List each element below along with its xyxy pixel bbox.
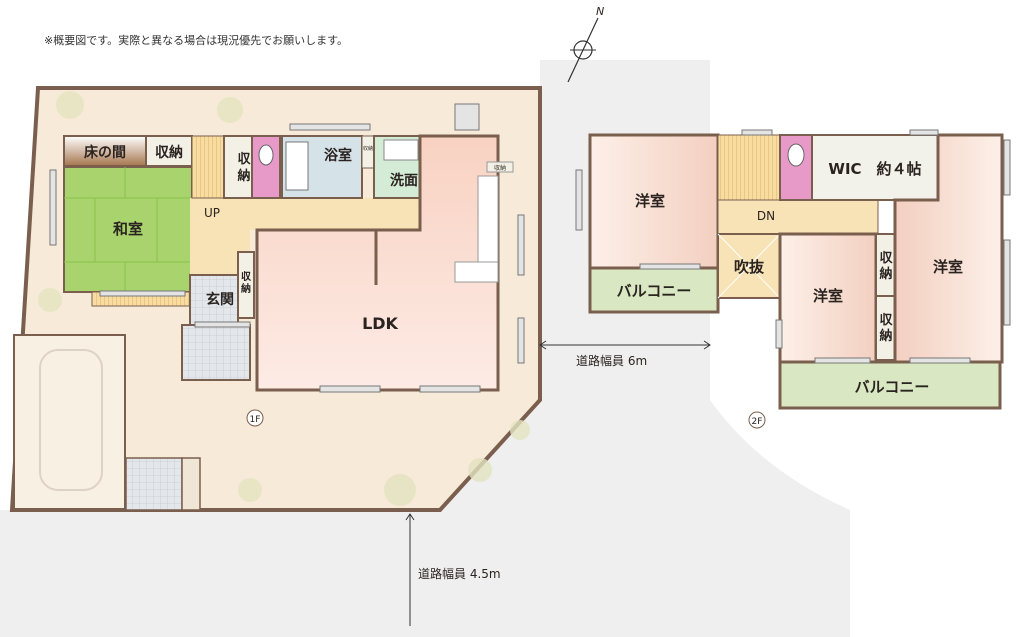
label-storage-c2: 納 bbox=[241, 282, 251, 295]
windows-2f bbox=[575, 129, 1011, 364]
stairs-1f bbox=[191, 135, 225, 199]
label-storage-small: 収納 bbox=[363, 145, 373, 152]
carport bbox=[13, 334, 126, 510]
room-western-mid bbox=[778, 232, 878, 364]
label-balcony-right: バルコニー bbox=[855, 378, 930, 396]
label-storage-b2: 納 bbox=[237, 168, 250, 184]
garden-trees bbox=[38, 91, 530, 506]
road-east-label: 道路幅員 6m bbox=[576, 353, 647, 368]
windows-1f bbox=[49, 103, 525, 393]
label-up: UP bbox=[204, 206, 220, 220]
label-tokonoma: 床の間 bbox=[84, 144, 126, 161]
label-western-right: 洋室 bbox=[933, 258, 963, 276]
road-south-label: 道路幅員 4.5m bbox=[418, 566, 501, 581]
tatami-lines bbox=[64, 167, 192, 292]
label-storage-2f-1a: 収 bbox=[879, 251, 893, 266]
label-kitchen-storage: 収納 bbox=[494, 164, 506, 172]
room-wic bbox=[811, 134, 939, 201]
label-balcony-left: バルコニー bbox=[617, 282, 692, 300]
svg-text:1F: 1F bbox=[250, 415, 261, 425]
label-fukinuke: 吹抜 bbox=[734, 258, 765, 276]
toilet-icon bbox=[787, 143, 805, 167]
kitchen-island bbox=[454, 261, 499, 283]
label-wic: WIC 約４帖 bbox=[828, 160, 921, 178]
label-washroom: 洗面 bbox=[390, 172, 418, 189]
room-storage-2f-2 bbox=[875, 295, 896, 361]
label-storage-c1: 収 bbox=[241, 271, 252, 283]
label-storage-2f-2a: 収 bbox=[879, 313, 893, 328]
bathtub-icon bbox=[285, 141, 309, 191]
stairs-2f bbox=[717, 134, 781, 201]
porch bbox=[181, 324, 251, 381]
disclaimer-note: ※概要図です。実際と異なる場合は現況優先でお願いします。 bbox=[44, 34, 349, 47]
room-storage-small bbox=[361, 135, 375, 169]
floor-badge-1f: 1F bbox=[246, 409, 264, 427]
fukinuke-cross bbox=[717, 233, 781, 299]
toilet-icon bbox=[258, 144, 274, 166]
car-outline bbox=[39, 349, 103, 491]
road-south-arrow bbox=[405, 513, 415, 626]
hall-2f bbox=[717, 199, 879, 235]
label-western-mid: 洋室 bbox=[813, 287, 843, 305]
svg-text:2F: 2F bbox=[752, 417, 763, 427]
kitchen-storage bbox=[486, 161, 514, 173]
gate bbox=[181, 457, 201, 511]
room-storage-b bbox=[223, 135, 253, 199]
label-storage-b1: 収 bbox=[237, 152, 251, 167]
label-dn: DN bbox=[757, 209, 775, 223]
label-storage-a: 収納 bbox=[155, 144, 183, 161]
room-balcony-right bbox=[778, 360, 1002, 410]
sink-icon bbox=[383, 139, 419, 161]
compass-north-label: N bbox=[596, 5, 604, 18]
steps bbox=[125, 457, 183, 511]
floor-badge-2f: 2F bbox=[748, 411, 766, 429]
room-washitsu bbox=[63, 166, 193, 293]
kitchen-counter bbox=[477, 175, 499, 263]
road-east-arrow bbox=[539, 340, 711, 350]
label-storage-2f-2b: 納 bbox=[879, 328, 892, 344]
room-storage-c bbox=[237, 251, 255, 319]
label-ldk: LDK bbox=[362, 314, 398, 333]
label-entrance: 玄関 bbox=[206, 291, 234, 308]
compass-icon: N bbox=[567, 5, 604, 83]
label-western-left: 洋室 bbox=[635, 192, 665, 210]
label-bath: 浴室 bbox=[324, 147, 352, 164]
label-storage-2f-1b: 納 bbox=[879, 266, 892, 282]
label-washitsu: 和室 bbox=[113, 220, 143, 238]
room-storage-a bbox=[145, 135, 193, 167]
